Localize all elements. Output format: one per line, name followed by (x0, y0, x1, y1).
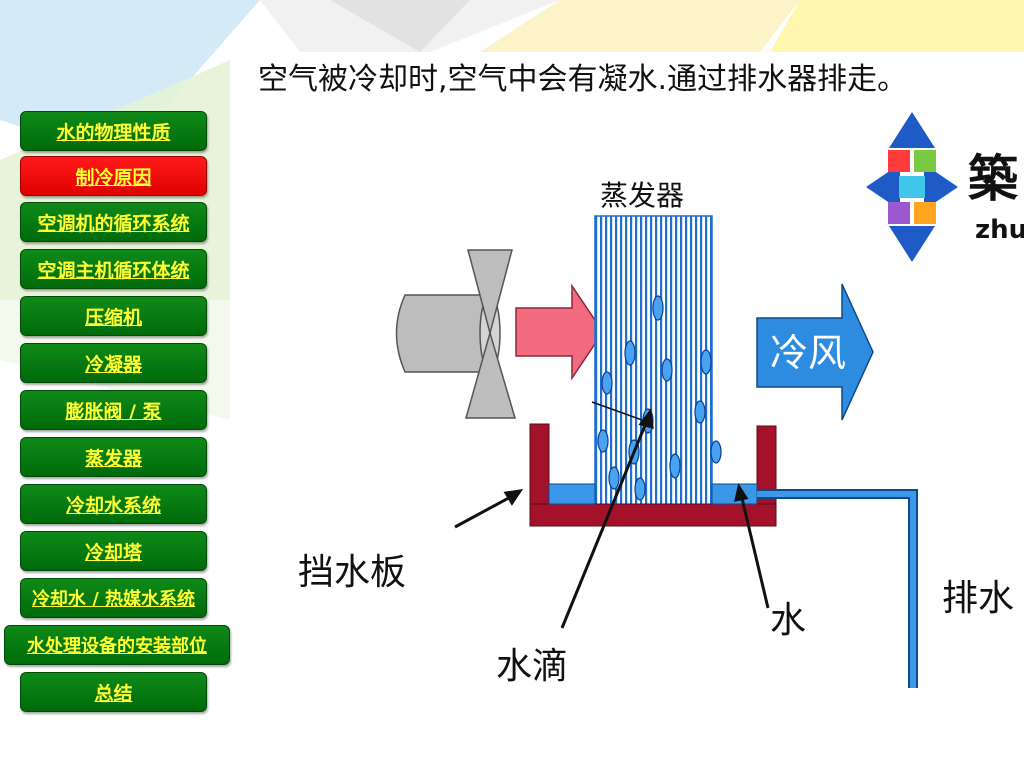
pointer-lines (454, 401, 770, 629)
nav-item-compressor[interactable]: 压缩机 (20, 296, 207, 336)
drain-tray (529, 423, 777, 527)
nav-item-summary[interactable]: 总结 (20, 672, 207, 712)
drain-pipe (757, 489, 918, 688)
nav-item-water-treatment-install[interactable]: 水处理设备的安装部位 (4, 625, 230, 665)
warm-air-arrow (515, 283, 604, 381)
nav-item-cooling-heating-water[interactable]: 冷却水 / 热媒水系统 (20, 578, 207, 618)
sidebar-nav: 水的物理性质 制冷原因 空调机的循环系统 空调主机循环体统 压缩机 冷凝器 膨胀… (0, 0, 240, 768)
evaporator-coil (594, 215, 713, 507)
fan (395, 249, 517, 419)
logo-char: 築 (968, 149, 1019, 208)
evaporator-label: 蒸发器 (600, 179, 684, 212)
drain-label: 排水 (942, 578, 1014, 619)
logo: 築 zhu (866, 112, 1024, 262)
logo-mark (866, 112, 958, 262)
nav-item-evaporator[interactable]: 蒸发器 (20, 437, 207, 477)
baffle-label: 挡水板 (298, 552, 406, 593)
nav-item-water-properties[interactable]: 水的物理性质 (20, 111, 207, 151)
water-label: 水 (770, 600, 806, 641)
nav-item-refrigeration-cause[interactable]: 制冷原因 (20, 156, 207, 196)
fan-motor (395, 294, 491, 373)
slide-heading: 空气被冷却时,空气中会有凝水.通过排水器排走。 (258, 62, 908, 97)
nav-item-ac-main-cycle[interactable]: 空调主机循环体统 (20, 249, 207, 289)
nav-item-ac-cycle-system[interactable]: 空调机的循环系统 (20, 202, 207, 242)
cold-air-arrow (756, 283, 874, 421)
nav-item-cooling-water-system[interactable]: 冷却水系统 (20, 484, 207, 524)
cold-air-label: 冷风 (770, 331, 846, 375)
logo-text: zhu (975, 215, 1024, 245)
droplet-label: 水滴 (496, 646, 568, 687)
nav-item-expansion-valve-pump[interactable]: 膨胀阀 / 泵 (20, 390, 207, 430)
nav-item-condenser[interactable]: 冷凝器 (20, 343, 207, 383)
fan-blade-bottom (465, 330, 517, 419)
tray-water-left (548, 483, 596, 505)
nav-item-cooling-tower[interactable]: 冷却塔 (20, 531, 207, 571)
fan-blade-top (467, 249, 513, 336)
